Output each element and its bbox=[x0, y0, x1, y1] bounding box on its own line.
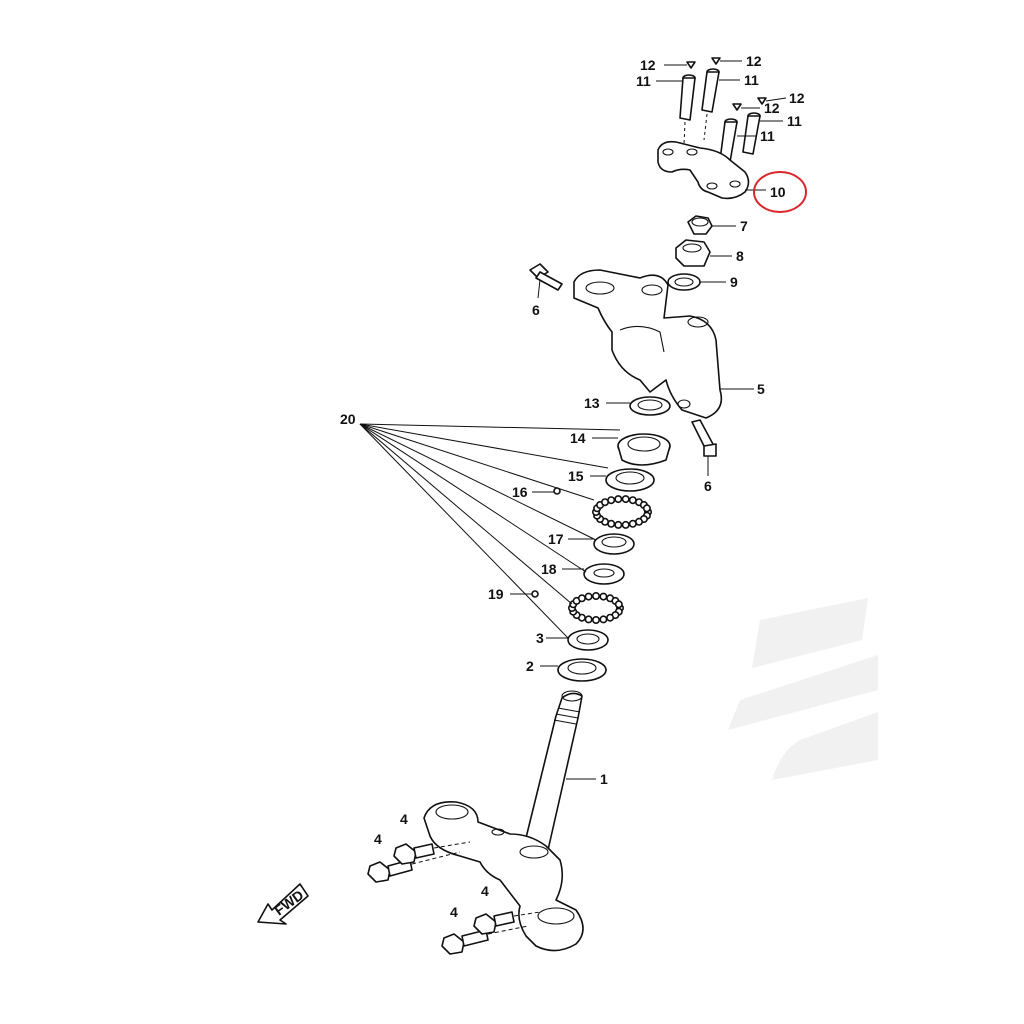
label-20: 20 bbox=[340, 411, 356, 427]
bolt-11-a bbox=[679, 74, 696, 146]
label-7: 7 bbox=[740, 218, 748, 234]
washer-9 bbox=[667, 273, 701, 291]
label-5: 5 bbox=[757, 381, 765, 397]
bolt-11-d bbox=[719, 118, 738, 163]
bearing-ball bbox=[614, 600, 623, 609]
bearing-race-3 bbox=[567, 629, 609, 651]
label-6-a: 6 bbox=[532, 302, 540, 318]
label-4-c: 4 bbox=[450, 904, 458, 920]
label-13: 13 bbox=[584, 395, 600, 411]
label-11-b: 11 bbox=[744, 72, 759, 88]
cap-12-c bbox=[757, 97, 767, 105]
part-labels: 12 12 12 12 11 11 11 11 10 7 8 9 6 5 13 … bbox=[340, 53, 805, 920]
label-14: 14 bbox=[570, 430, 586, 446]
bearing-ball bbox=[607, 496, 616, 505]
bearing-ball bbox=[591, 615, 600, 624]
label-12-c: 12 bbox=[789, 90, 805, 106]
ball-bearing-16 bbox=[591, 495, 652, 529]
label-19: 19 bbox=[488, 586, 504, 602]
ball-bearing-19 bbox=[567, 591, 624, 624]
bearing-ball bbox=[599, 592, 608, 601]
cap-12-b bbox=[711, 57, 721, 65]
leader-lines bbox=[359, 60, 787, 780]
label-10: 10 bbox=[770, 184, 786, 200]
bearing-ball bbox=[584, 592, 593, 601]
bearing-ball bbox=[577, 594, 586, 603]
lock-nut-13 bbox=[629, 396, 671, 416]
handlebar-holder-10 bbox=[657, 140, 750, 200]
label-3: 3 bbox=[536, 630, 544, 646]
bearing-ball bbox=[591, 591, 600, 600]
bearing-ball bbox=[599, 615, 608, 624]
bearing-race-15 bbox=[605, 468, 655, 492]
label-9: 9 bbox=[730, 274, 738, 290]
label-6-b: 6 bbox=[704, 478, 712, 494]
bearing-ball bbox=[614, 520, 623, 529]
label-12-d: 12 bbox=[764, 100, 780, 116]
bearing-ball bbox=[621, 520, 630, 529]
bolt-4-b bbox=[393, 841, 471, 865]
bearing-ball bbox=[621, 495, 630, 504]
label-17: 17 bbox=[548, 531, 564, 547]
bolt-11-b bbox=[701, 68, 720, 141]
label-18: 18 bbox=[541, 561, 557, 577]
forward-direction-arrow-icon: FWD bbox=[257, 883, 309, 925]
label-11-a: 11 bbox=[636, 73, 651, 89]
label-4-d: 4 bbox=[481, 883, 489, 899]
label-15: 15 bbox=[568, 468, 584, 484]
bearing-ball bbox=[642, 504, 651, 513]
bearing-ball bbox=[628, 519, 637, 528]
label-8: 8 bbox=[736, 248, 744, 264]
label-11-c: 11 bbox=[787, 113, 802, 129]
cap-12-a bbox=[686, 61, 696, 69]
label-4-a: 4 bbox=[374, 831, 382, 847]
nut-7 bbox=[687, 215, 713, 235]
nut-8 bbox=[675, 239, 711, 267]
bearing-race-18 bbox=[583, 563, 625, 585]
label-16: 16 bbox=[512, 484, 528, 500]
label-4-b: 4 bbox=[400, 811, 408, 827]
brand-watermark bbox=[728, 598, 878, 780]
bearing-ball bbox=[584, 615, 593, 624]
bolt-11-c bbox=[742, 112, 761, 155]
label-1: 1 bbox=[600, 771, 608, 787]
dust-seal-14 bbox=[617, 433, 671, 466]
bolt-4-d bbox=[473, 911, 541, 935]
steering-stem-1 bbox=[423, 690, 584, 952]
label-12-a: 12 bbox=[640, 57, 656, 73]
bearing-ball bbox=[614, 495, 623, 504]
bolt-6-upper bbox=[529, 263, 563, 291]
label-12-b: 12 bbox=[746, 53, 762, 69]
upper-bracket-5 bbox=[573, 269, 723, 419]
bolt-6-lower bbox=[691, 419, 717, 457]
label-2: 2 bbox=[526, 658, 534, 674]
cap-12-d bbox=[732, 103, 742, 111]
dust-seal-2 bbox=[557, 658, 607, 682]
bearing-ball bbox=[606, 613, 615, 622]
label-11-d: 11 bbox=[760, 128, 775, 144]
ball-19-single bbox=[531, 590, 539, 598]
bearing-race-17 bbox=[593, 533, 635, 555]
highlight-circle-part-10 bbox=[753, 171, 807, 213]
